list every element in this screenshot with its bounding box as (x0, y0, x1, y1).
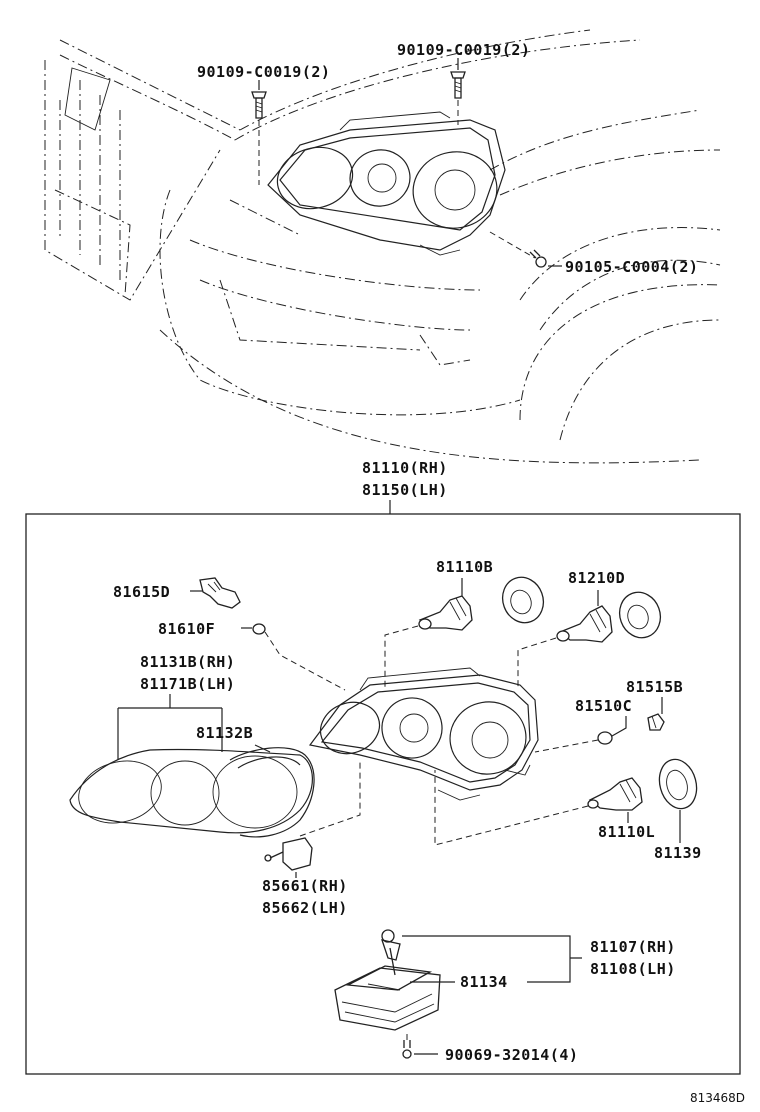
label-85662: 85662(LH) (262, 899, 348, 917)
part-81210D-cap (618, 591, 662, 639)
label-81131B: 81131B(RH) (140, 653, 235, 671)
bolt-right (450, 71, 466, 99)
part-81610F (252, 623, 266, 635)
label-assembly-rh: 81110(RH) (362, 459, 448, 477)
part-81110L (587, 777, 643, 811)
label-81132B: 81132B (196, 724, 253, 742)
part-81615D (199, 577, 241, 609)
diagram-code: 813468D (690, 1091, 745, 1105)
label-81610F: 81610F (158, 620, 215, 638)
part-81107-ballast (334, 929, 441, 1031)
label-81107: 81107(RH) (590, 938, 676, 956)
part-lens-81132B (229, 747, 315, 838)
label-screw: 90105-C0004(2) (565, 258, 698, 276)
bolt-left (251, 91, 267, 119)
part-81210D-bulb (556, 605, 613, 643)
label-81139: 81139 (654, 844, 702, 862)
label-81210D: 81210D (568, 569, 625, 587)
label-81510C: 81510C (575, 697, 632, 715)
label-81134: 81134 (460, 973, 508, 991)
label-assembly-lh: 81150(LH) (362, 481, 448, 499)
part-81110B-cap (501, 576, 545, 624)
part-90069-screw (402, 1040, 412, 1059)
label-81110L: 81110L (598, 823, 655, 841)
part-81510C (597, 731, 613, 745)
label-85661: 85661(RH) (262, 877, 348, 895)
vehicle-front-illustration (44, 29, 721, 464)
part-81110B-bulb (418, 595, 473, 631)
part-85661 (264, 837, 313, 871)
label-81108: 81108(LH) (590, 960, 676, 978)
parts-frame (25, 513, 741, 1075)
label-81110B: 81110B (436, 558, 493, 576)
screw (529, 249, 547, 268)
part-81139 (658, 758, 698, 810)
part-headlamp-housing (308, 667, 539, 801)
label-81615D: 81615D (113, 583, 170, 601)
label-81171B: 81171B(LH) (140, 675, 235, 693)
label-bolt-left: 90109-C0019(2) (197, 63, 330, 81)
label-90069: 90069-32014(4) (445, 1046, 578, 1064)
installed-headlamp (267, 111, 506, 256)
label-81515B: 81515B (626, 678, 683, 696)
label-bolt-right: 90109-C0019(2) (397, 41, 530, 59)
part-lens-81131B (69, 748, 313, 834)
part-81515B (647, 713, 665, 731)
